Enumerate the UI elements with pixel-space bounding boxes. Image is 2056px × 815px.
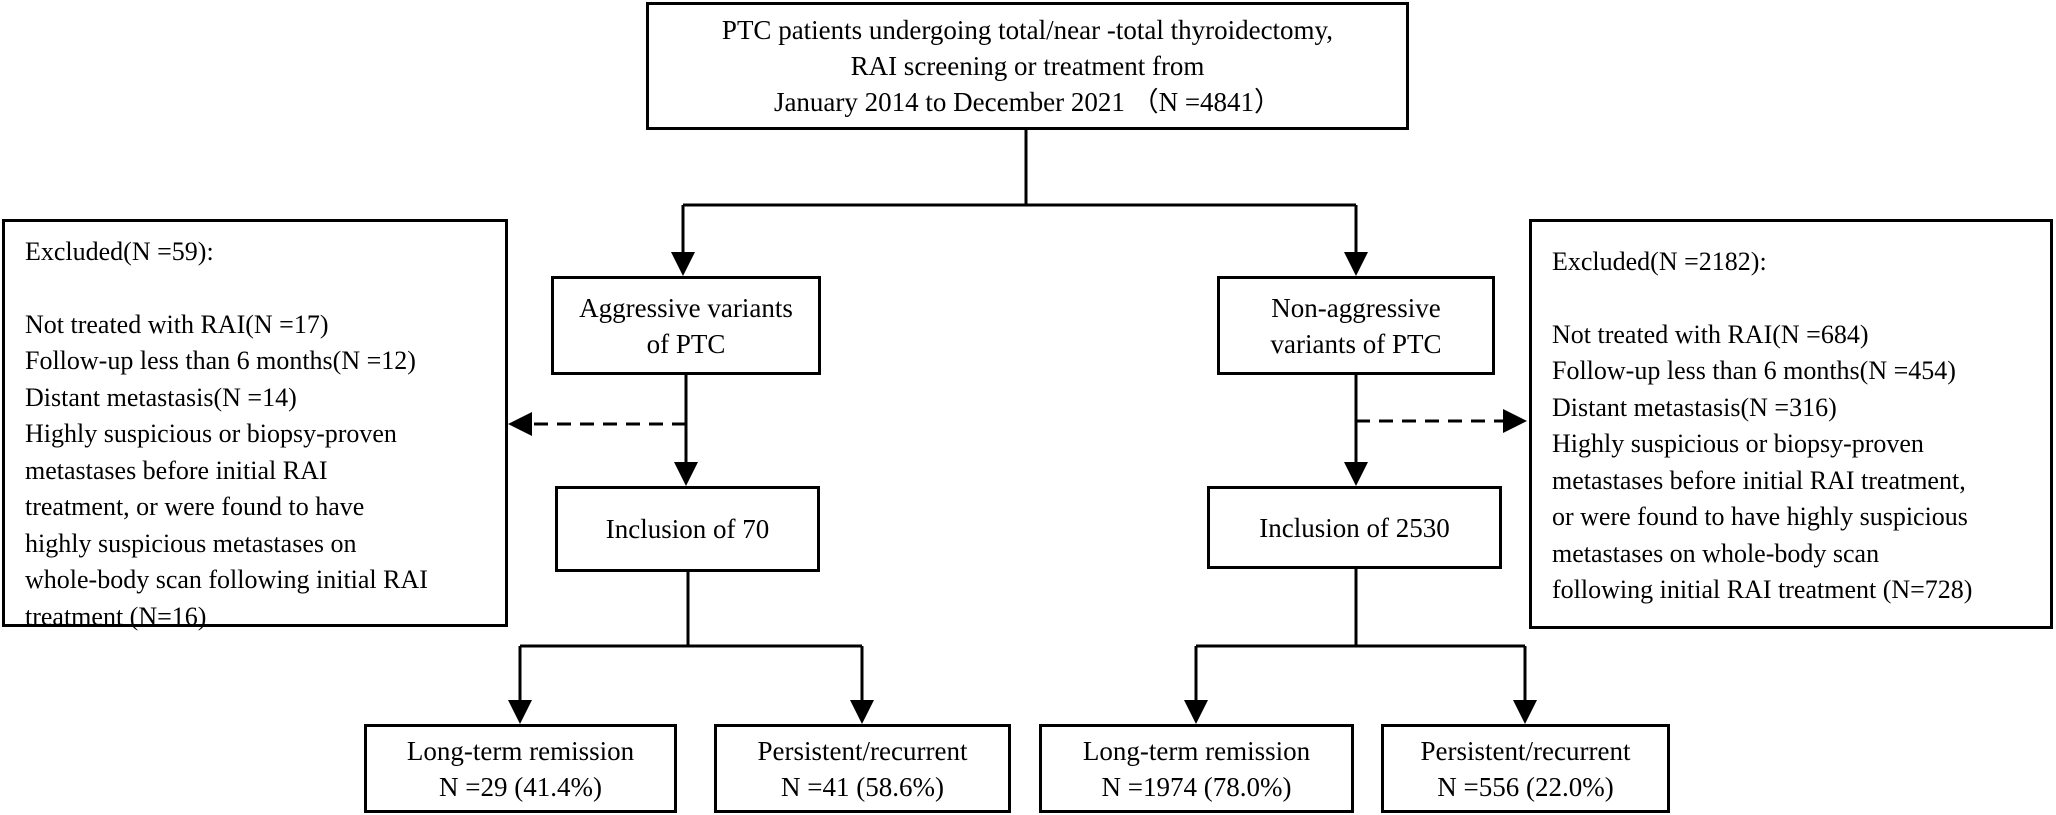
excluded-right-box: Excluded(N =2182): Not treated with RAI(… bbox=[1529, 219, 2053, 629]
excluded-right-line: Distant metastasis(N =316) bbox=[1552, 392, 1837, 422]
remission-right-box: Long-term remission N =1974 (78.0%) bbox=[1039, 724, 1354, 813]
arrowhead-persistent-right bbox=[1513, 700, 1537, 724]
excluded-left-title: Excluded(N =59): bbox=[25, 237, 214, 266]
excluded-right-title: Excluded(N =2182): bbox=[1552, 247, 1767, 276]
excluded-left-line: whole-body scan following initial RAI bbox=[25, 565, 428, 594]
top-population-box: PTC patients undergoing total/near -tota… bbox=[646, 2, 1409, 130]
persistent-right-value: N =556 (22.0%) bbox=[1437, 771, 1614, 802]
top-line-2: RAI screening or treatment from bbox=[850, 51, 1205, 81]
aggressive-line-2: of PTC bbox=[646, 328, 726, 359]
arrowhead-exclusion-right bbox=[1503, 409, 1527, 433]
excluded-right-line: following initial RAI treatment (N=728) bbox=[1552, 575, 1973, 604]
non-aggressive-variants-box: Non-aggressive variants of PTC bbox=[1217, 276, 1495, 375]
excluded-left-line: Follow-up less than 6 months(N =12) bbox=[25, 346, 416, 375]
persistent-right-box: Persistent/recurrent N =556 (22.0%) bbox=[1381, 724, 1670, 813]
top-line-3: January 2014 to December 2021 （N =4841） bbox=[773, 87, 1282, 117]
inclusion-left-box: Inclusion of 70 bbox=[555, 486, 820, 572]
excluded-left-line: highly suspicious metastases on bbox=[25, 528, 357, 558]
excluded-left-line: metastases before initial RAI bbox=[25, 455, 328, 485]
persistent-left-value: N =41 (58.6%) bbox=[781, 771, 944, 802]
remission-left-box: Long-term remission N =29 (41.4%) bbox=[364, 724, 677, 813]
inclusion-left-label: Inclusion of 70 bbox=[605, 514, 770, 544]
non-aggressive-line-2: variants of PTC bbox=[1270, 328, 1442, 359]
remission-right-label: Long-term remission bbox=[1082, 735, 1311, 766]
remission-left-value: N =29 (41.4%) bbox=[439, 771, 602, 802]
remission-right-value: N =1974 (78.0%) bbox=[1101, 771, 1292, 802]
arrowhead-non-aggressive bbox=[1344, 252, 1368, 276]
excluded-left-line: Highly suspicious or biopsy-proven bbox=[25, 419, 397, 448]
excluded-left-line: treatment, or were found to have bbox=[25, 492, 365, 521]
aggressive-variants-box: Aggressive variants of PTC bbox=[551, 276, 821, 375]
aggressive-line-1: Aggressive variants bbox=[579, 292, 793, 323]
excluded-left-line: Distant metastasis(N =14) bbox=[25, 382, 297, 412]
excluded-right-line: Follow-up less than 6 months(N =454) bbox=[1552, 356, 1956, 385]
excluded-right-line: Highly suspicious or biopsy-proven bbox=[1552, 429, 1924, 458]
excluded-left-line: treatment (N=16) bbox=[25, 601, 207, 631]
inclusion-right-label: Inclusion of 2530 bbox=[1259, 512, 1450, 543]
arrowhead-aggressive bbox=[671, 252, 695, 276]
arrowhead-remission-right bbox=[1184, 700, 1208, 724]
non-aggressive-line-1: Non-aggressive bbox=[1271, 292, 1441, 323]
excluded-right-line: Not treated with RAI(N =684) bbox=[1552, 319, 1869, 349]
arrowhead-inclusion-right bbox=[1344, 462, 1368, 486]
excluded-left-line: Not treated with RAI(N =17) bbox=[25, 309, 329, 339]
excluded-right-line: metastases before initial RAI treatment, bbox=[1552, 465, 1966, 495]
excluded-left-box: Excluded(N =59): Not treated with RAI(N … bbox=[2, 219, 508, 631]
excluded-right-line: metastases on whole-body scan bbox=[1552, 538, 1880, 568]
arrowhead-remission-left bbox=[508, 700, 532, 724]
top-line-1: PTC patients undergoing total/near -tota… bbox=[721, 15, 1334, 45]
inclusion-right-box: Inclusion of 2530 bbox=[1207, 486, 1502, 569]
persistent-left-label: Persistent/recurrent bbox=[757, 735, 968, 766]
persistent-right-label: Persistent/recurrent bbox=[1420, 735, 1631, 766]
excluded-right-line: or were found to have highly suspicious bbox=[1552, 502, 1968, 531]
persistent-left-box: Persistent/recurrent N =41 (58.6%) bbox=[714, 724, 1011, 813]
arrowhead-exclusion-left bbox=[508, 412, 532, 436]
arrowhead-inclusion-left bbox=[674, 462, 698, 486]
remission-left-label: Long-term remission bbox=[406, 735, 635, 766]
arrowhead-persistent-left bbox=[850, 700, 874, 724]
